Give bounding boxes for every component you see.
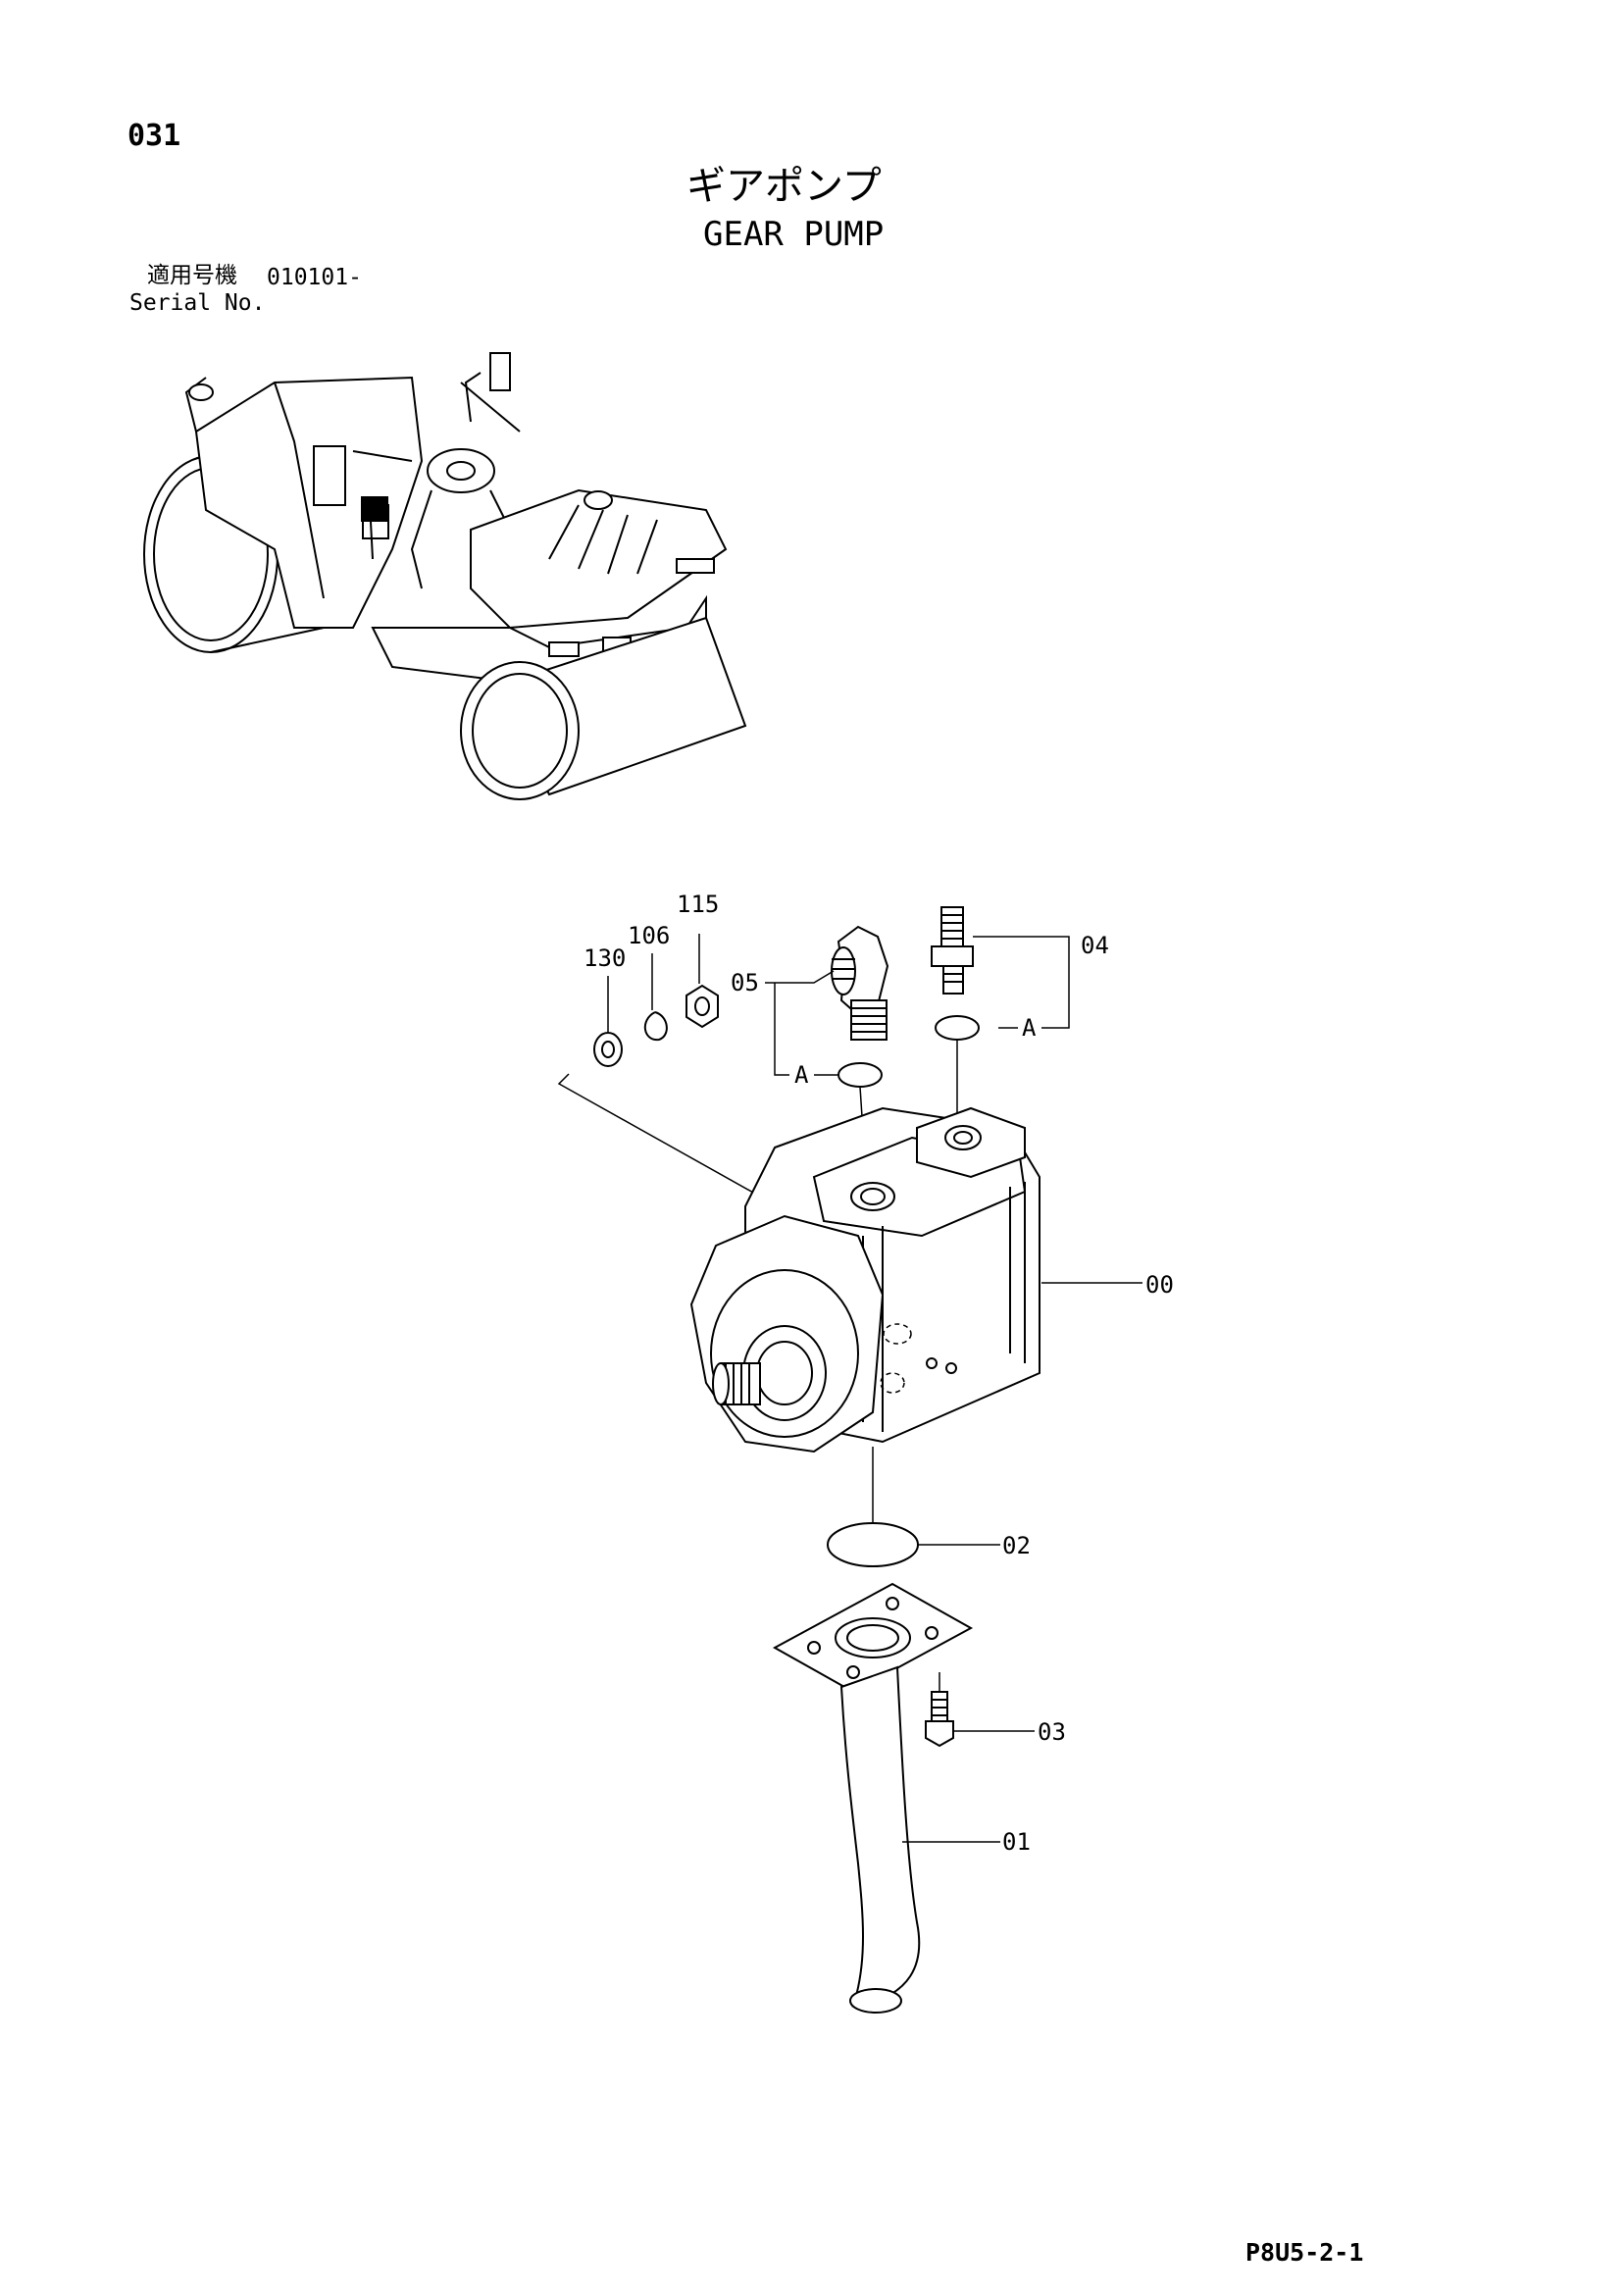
callout-00: 00 [1145,1271,1174,1299]
callout-02: 02 [1002,1532,1031,1559]
gear-pump-00 [689,1106,1040,1454]
stud-leader-line [557,1073,805,1222]
callout-01: 01 [1002,1828,1031,1856]
callout-130: 130 [584,944,626,972]
page-title-japanese: ギアポンプ [686,164,882,209]
bracket-05 [765,970,835,1076]
o-ring-a-right [935,1015,980,1041]
spring-washer-106 [644,953,668,1042]
callout-03: 03 [1038,1718,1066,1746]
o-ring-a-left [837,1062,883,1088]
suction-pipe-01 [772,1582,974,2014]
callout-115: 115 [677,891,719,918]
machine-illustration [143,352,747,800]
straight-fitting-04 [931,906,974,995]
bracket-04 [973,936,1070,1029]
bolt-03 [925,1672,954,1748]
callout-106: 106 [628,922,670,949]
callout-a-left: A [794,1061,809,1089]
page-number: 031 [127,119,181,153]
callout-04: 04 [1081,932,1109,959]
serial-label-japanese: 適用号機 [147,263,237,288]
page-title: GEAR PUMP [703,215,885,254]
washer-130 [593,976,623,1067]
o-ring-02 [827,1522,919,1567]
serial-label: Serial No. [129,290,266,316]
callout-a-right: A [1022,1014,1037,1042]
elbow-fitting-05 [831,925,889,1041]
callout-05: 05 [731,969,759,996]
serial-number-value: 010101- [267,265,362,290]
nut-115 [685,934,719,1029]
sheet-code: P8U5-2-1 [1245,2238,1364,2267]
